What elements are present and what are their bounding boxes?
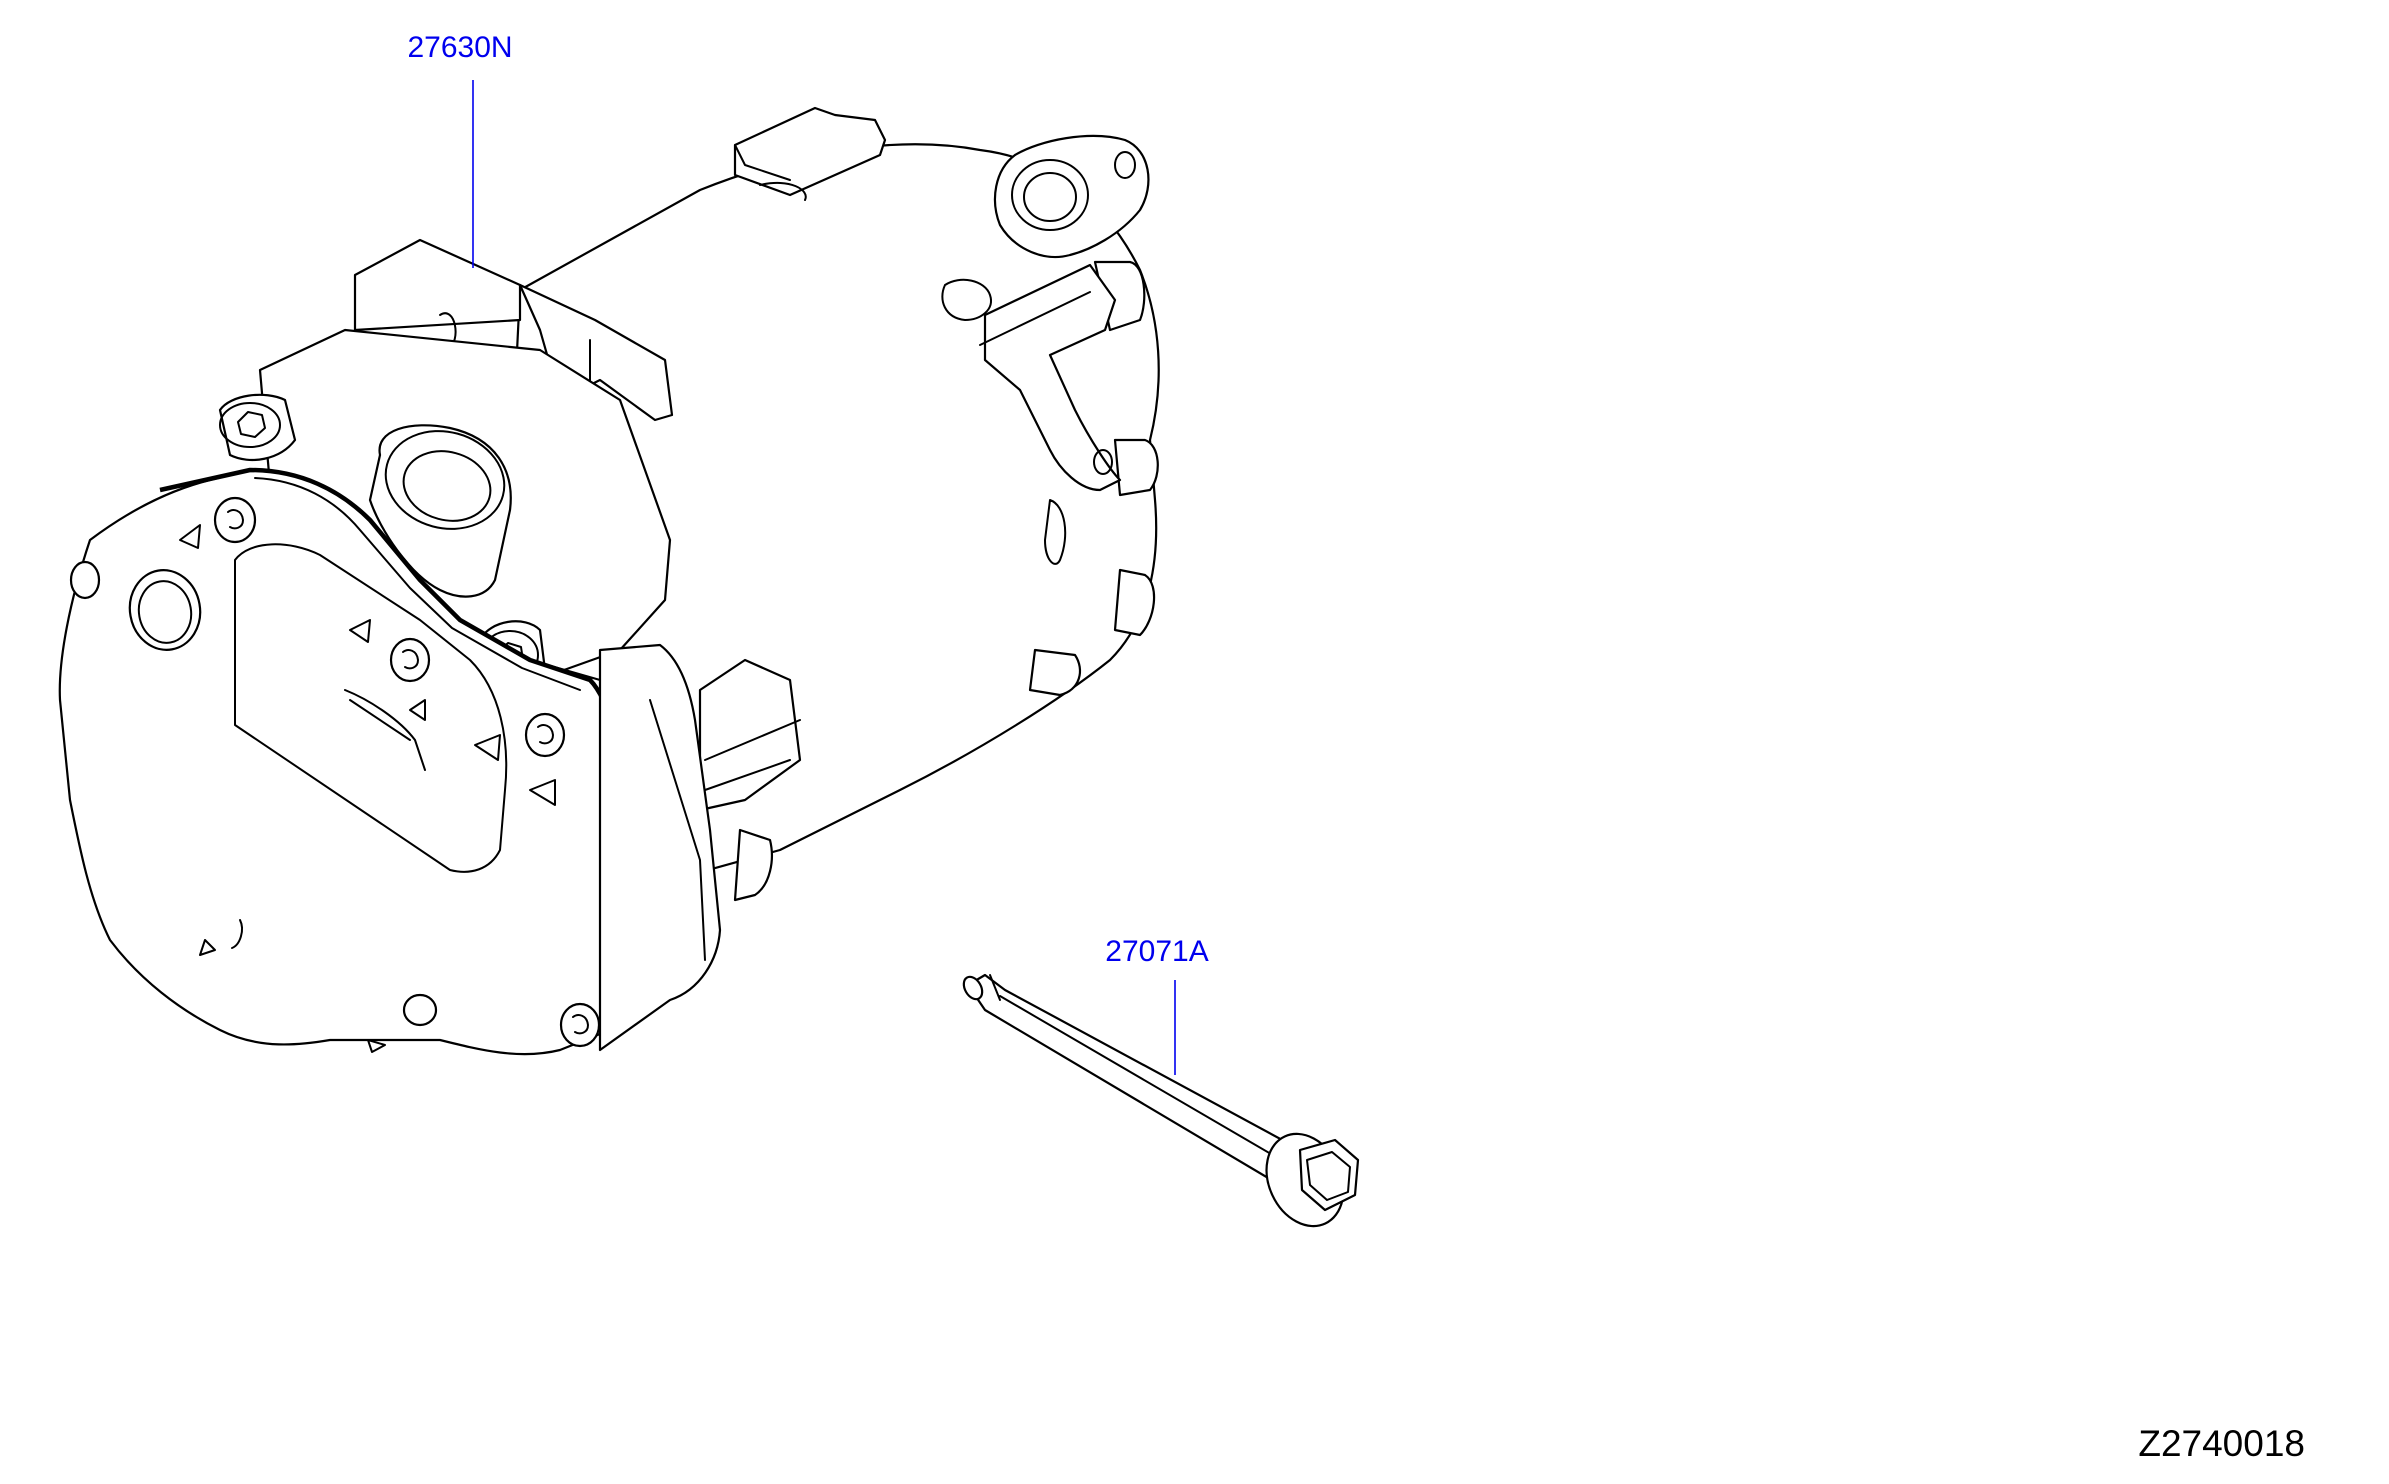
mounting-bolt[interactable] <box>960 973 1360 1239</box>
cover-bolt <box>213 496 257 544</box>
cover-ribs <box>179 524 556 1053</box>
mounting-lug-mid <box>1113 438 1159 497</box>
discharge-port <box>1011 159 1089 231</box>
callout-bolt[interactable]: 27071A <box>1105 935 1209 1075</box>
mounting-lug-bottom <box>1028 648 1082 697</box>
mounting-lug-lower <box>1113 568 1156 637</box>
cover-bolt <box>69 560 101 600</box>
cover-bolts <box>69 496 601 1048</box>
cover-bolt <box>389 637 431 683</box>
front-upper-block <box>353 238 522 332</box>
illustration-code: Z2740018 <box>2138 1423 2305 1464</box>
connector-plug <box>733 828 773 902</box>
callout-compressor[interactable]: 27630N <box>407 31 513 268</box>
cover-panel <box>234 543 508 873</box>
discharge-port-boss <box>993 134 1150 259</box>
cover-flange <box>598 643 722 1052</box>
compressor-assembly[interactable] <box>58 106 1160 1056</box>
callout-label-compressor: 27630N <box>407 31 512 64</box>
bolt-tip <box>962 975 984 1001</box>
cover-bolt <box>559 1002 601 1048</box>
callout-label-bolt: 27071A <box>1105 935 1208 968</box>
socket-bolt-upper <box>218 393 297 462</box>
suction-port <box>384 430 506 530</box>
cover-bolt <box>524 712 566 758</box>
side-bracket <box>983 263 1122 492</box>
cover-bolt <box>402 993 438 1027</box>
